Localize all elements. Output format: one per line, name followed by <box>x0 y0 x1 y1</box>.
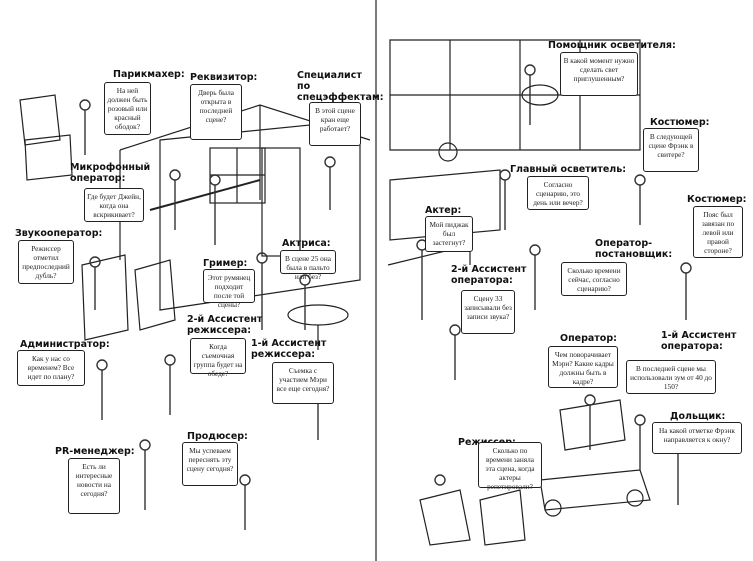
dolly-wheel-right <box>626 489 644 507</box>
bubble-sfx: В этой сцене кран еще работает? <box>309 102 361 146</box>
bubble-actress: В сцене 25 она была в пальто или без? <box>280 250 336 281</box>
bubble-producer: Мы успеваем переснять эту сцену сегодня? <box>182 442 238 486</box>
bubble-first-ad: Съемка с участием Мэри все еще сегодня? <box>272 362 334 404</box>
bubble-actor: Мой пиджак был застегнут? <box>425 216 473 252</box>
role-actress: Актриса: <box>282 238 331 249</box>
script-supervisor-chair <box>479 489 526 546</box>
role-actor: Актер: <box>425 205 462 216</box>
set-room-left <box>159 119 361 311</box>
round-table <box>287 304 349 326</box>
film-camera <box>559 399 626 451</box>
second-ac-figure <box>449 324 461 336</box>
bubble-gaffer: Согласно сценарию, это день или вечер? <box>527 176 589 210</box>
role-dp: Оператор-постановщик: <box>595 238 673 260</box>
bubble-costume-2: Пояс был завязан по левой или правой сто… <box>693 206 743 258</box>
lighting-grid <box>389 39 641 151</box>
role-props: Реквизитор: <box>190 72 258 83</box>
kitchen-counter <box>389 169 501 241</box>
role-best-boy: Помощник осветителя: <box>548 40 676 51</box>
bubble-costume-1: В следующей сцене Фрэнк в свитере? <box>643 128 699 172</box>
role-dolly: Дольщик: <box>670 411 726 422</box>
bubble-best-boy: В какой момент нужно сделать свет приглу… <box>560 52 638 96</box>
role-second-ac: 2-й Ассистент оператора: <box>451 264 527 286</box>
role-sound: Звукооператор: <box>15 228 103 239</box>
pr-figure <box>139 439 151 451</box>
bubble-boom: Где будет Джейн, когда она вскрикивает? <box>84 188 144 222</box>
admin-figure <box>96 359 108 371</box>
role-sfx: Специалист по спецэффектам: <box>297 70 384 103</box>
vanity-mirror <box>19 94 61 146</box>
role-camera-op: Оператор: <box>560 333 617 344</box>
costume-figure-1 <box>634 174 646 186</box>
role-boom: Микрофонный оператор: <box>70 162 151 184</box>
boom-pole <box>149 179 261 211</box>
camera-operator-figure <box>584 394 596 406</box>
costume-figure-2 <box>680 262 692 274</box>
role-makeup: Гример: <box>203 258 248 269</box>
best-boy-figure <box>524 64 536 76</box>
first-ac-figure <box>634 414 646 426</box>
bubble-props: Дверь была открыта в последней сцене? <box>190 84 242 140</box>
role-gaffer: Главный осветитель: <box>510 164 627 175</box>
role-pr: PR-менеджер: <box>55 446 135 457</box>
director-chair <box>419 489 471 546</box>
director-figure <box>434 474 446 486</box>
bubble-admin: Как у нас со временем? Все идет по плану… <box>17 350 85 386</box>
role-hairdresser: Парикмахер: <box>113 69 185 80</box>
studio-light <box>521 84 559 106</box>
role-first-ad: 1-й Ассистент режиссера: <box>251 338 327 360</box>
dp-figure <box>529 244 541 256</box>
role-costume-2: Костюмер: <box>687 194 747 205</box>
camera-dolly <box>539 469 651 511</box>
role-producer: Продюсер: <box>187 431 248 442</box>
bubble-hairdresser: На ней должен быть розовый или красный о… <box>104 82 151 135</box>
vanity-table <box>24 134 73 181</box>
gaffer-figure <box>499 169 511 181</box>
bubble-sound: Режиссер отметил предпоследний дубль? <box>18 240 74 284</box>
sound-mixer-stand <box>81 254 129 341</box>
bubble-pr: Есть ли интересные новости на сегодня? <box>68 458 120 514</box>
bubble-dp: Сколько времени сейчас, согласно сценари… <box>561 262 627 296</box>
role-admin: Администратор: <box>20 339 110 350</box>
bubble-second-ad: Когда съемочная группа будет на обеде? <box>190 338 246 378</box>
bubble-dolly: На какой отметке Фрэнк направляется к ок… <box>652 422 742 454</box>
bubble-makeup: Этот румянец подходит после той сцены? <box>203 269 255 309</box>
producer-figure <box>239 474 251 486</box>
role-second-ad: 2-й Ассистент режиссера: <box>187 314 263 336</box>
sound-cart <box>134 259 176 331</box>
bubble-first-ac: В последней сцене мы использовали зум от… <box>626 360 716 394</box>
dolly-wheel-left <box>544 499 562 517</box>
bubble-camera-op: Чем поворачивает Мэри? Какие кадры должн… <box>548 346 618 388</box>
bubble-director: Сколько по времени заняла эта сцена, ког… <box>478 442 542 491</box>
sfx-figure <box>324 156 336 168</box>
wall-clock <box>438 142 458 162</box>
hairdresser-figure <box>79 99 91 111</box>
role-costume-1: Костюмер: <box>650 117 710 128</box>
role-first-ac: 1-й Ассистент оператора: <box>661 330 737 352</box>
second-ad-figure <box>164 354 176 366</box>
props-figure <box>209 174 221 186</box>
bubble-second-ac: Сцену 33 записывали без записи звука? <box>461 290 515 334</box>
boom-operator-figure <box>169 169 181 181</box>
